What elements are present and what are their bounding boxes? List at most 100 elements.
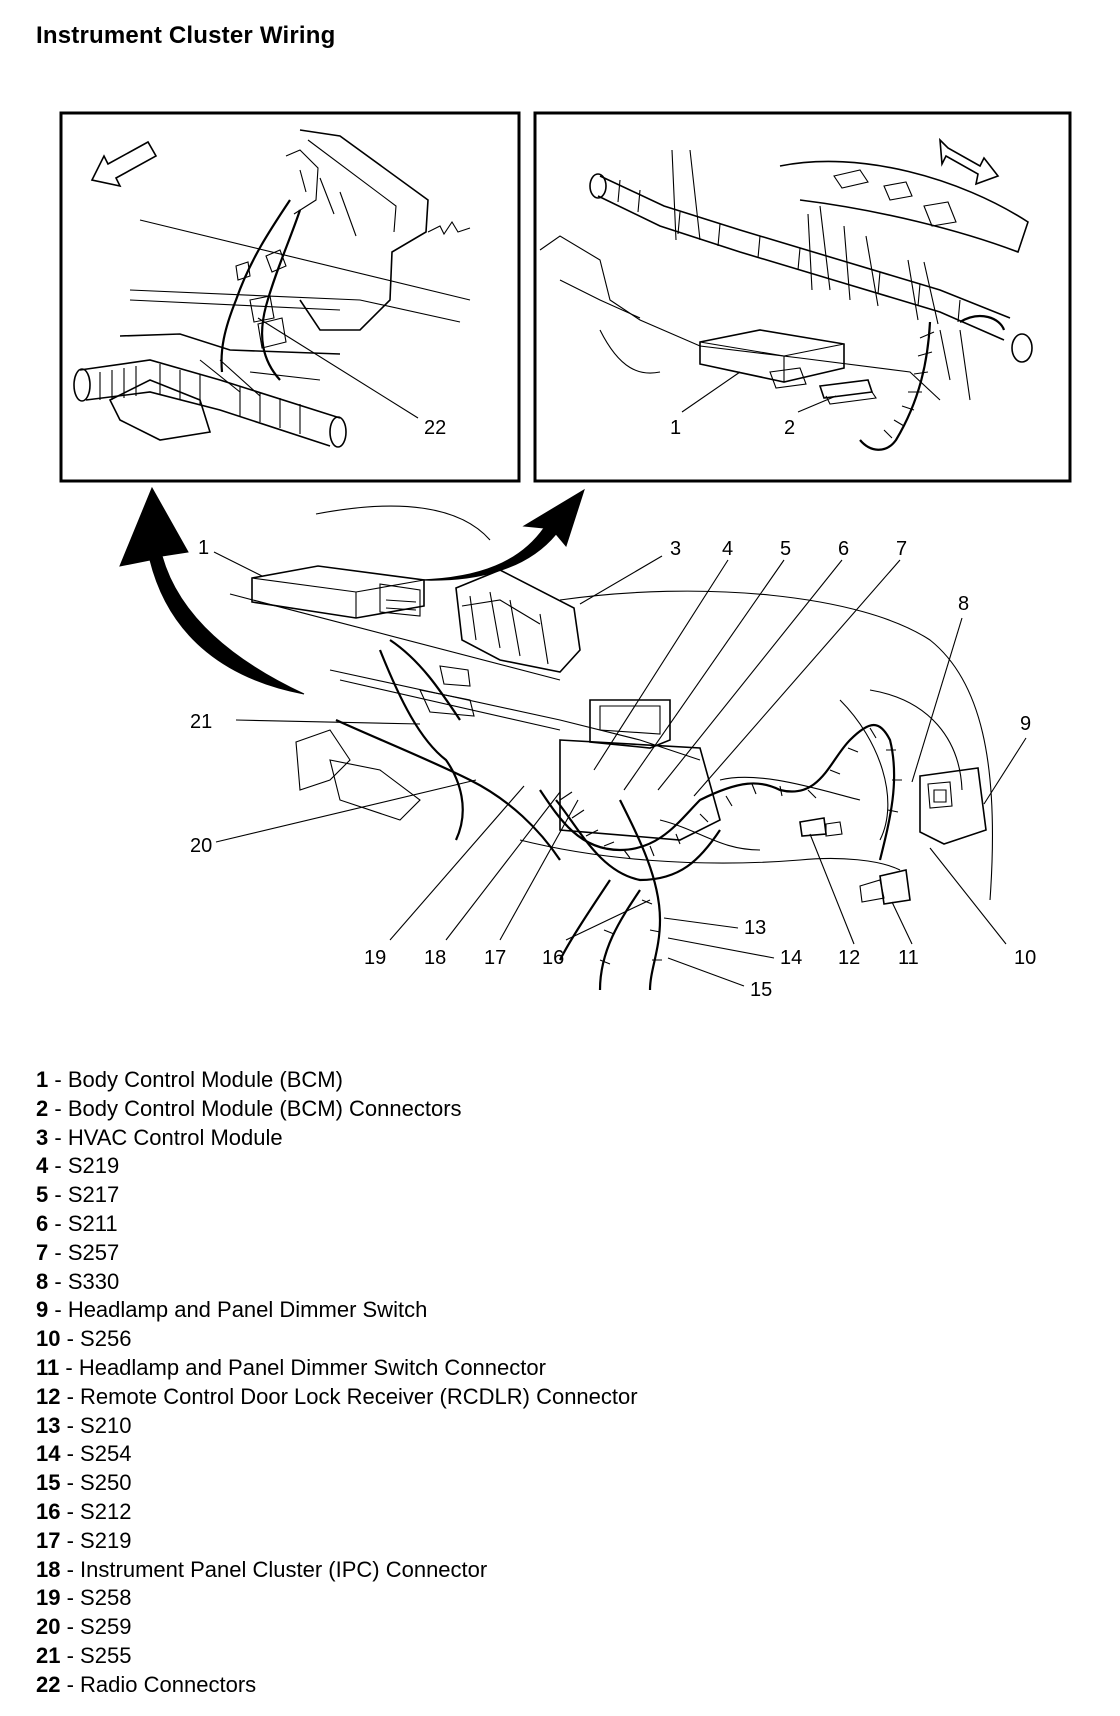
legend-number: 6 [36, 1210, 49, 1236]
legend-text: Remote Control Door Lock Receiver (RCDLR… [80, 1383, 638, 1409]
legend-separator: - [60, 1671, 81, 1697]
legend-number: 15 [36, 1470, 61, 1496]
callout-17-main: 17 [484, 947, 506, 969]
legend-number: 21 [36, 1642, 61, 1668]
legend-text: S250 [80, 1470, 132, 1496]
inset-right-frame [533, 111, 1072, 483]
callout-16-main: 16 [542, 947, 564, 969]
legend-separator: - [60, 1614, 81, 1640]
legend-separator: - [48, 1124, 68, 1150]
inset-left-harness [220, 199, 291, 373]
legend-separator: - [48, 1297, 68, 1323]
legend-item: 18 - Instrument Panel Cluster (IPC) Conn… [36, 1556, 638, 1585]
arrow-to-right-inset [419, 488, 585, 581]
callout-21-main: 21 [190, 711, 212, 733]
page-title: Instrument Cluster Wiring [36, 22, 336, 49]
legend-item: 10 - S256 [36, 1325, 638, 1354]
callout-10-main: 10 [1014, 947, 1036, 969]
wiring-illustration: 22 1 2 [59, 111, 1072, 1001]
legend-item: 5 - S217 [36, 1181, 638, 1210]
legend-text: S256 [80, 1326, 132, 1352]
legend-item: 20 - S259 [36, 1613, 638, 1642]
legend-text: S254 [80, 1441, 132, 1467]
legend-item: 22 - Radio Connectors [36, 1671, 638, 1700]
callout-15-main: 15 [750, 979, 772, 1001]
legend-text: Instrument Panel Cluster (IPC) Connector [80, 1556, 488, 1582]
legend-text: S219 [80, 1527, 132, 1553]
legend-number: 5 [36, 1182, 49, 1208]
callout-13-main: 13 [744, 917, 766, 939]
legend-item: 17 - S219 [36, 1527, 638, 1556]
legend-separator: - [48, 1239, 68, 1265]
inset-left: 22 [59, 111, 521, 483]
callout-12-main: 12 [838, 947, 860, 969]
legend-text: Headlamp and Panel Dimmer Switch [67, 1297, 428, 1323]
legend-separator: - [48, 1210, 68, 1236]
legend: 1 - Body Control Module (BCM)2 - Body Co… [36, 1066, 638, 1700]
legend-number: 7 [36, 1239, 49, 1265]
callout-7-main: 7 [896, 538, 907, 560]
inset-right-harness [859, 321, 932, 451]
legend-number: 18 [36, 1556, 61, 1582]
callout-20-main: 20 [190, 835, 212, 857]
legend-item: 9 - Headlamp and Panel Dimmer Switch [36, 1296, 638, 1325]
legend-text: S212 [80, 1498, 132, 1524]
legend-separator: - [60, 1441, 81, 1467]
legend-item: 3 - HVAC Control Module [36, 1124, 638, 1153]
legend-number: 2 [36, 1095, 49, 1121]
legend-number: 10 [36, 1326, 61, 1352]
legend-number: 8 [36, 1268, 49, 1294]
main-view: 1 3 4 5 6 7 8 9 21 20 19 18 17 16 13 14 [190, 505, 1036, 1001]
legend-text: Headlamp and Panel Dimmer Switch Connect… [78, 1354, 546, 1380]
callout-2-inset: 2 [784, 417, 795, 439]
callout-19-main: 19 [364, 947, 386, 969]
legend-number: 14 [36, 1441, 61, 1467]
legend-number: 11 [36, 1354, 60, 1380]
dimmer-switch [919, 767, 987, 845]
legend-separator: - [60, 1326, 81, 1352]
legend-item: 8 - S330 [36, 1268, 638, 1297]
legend-text: S330 [67, 1268, 120, 1294]
legend-separator: - [60, 1585, 81, 1611]
legend-item: 2 - Body Control Module (BCM) Connectors [36, 1095, 638, 1124]
legend-separator: - [60, 1498, 81, 1524]
main-harness [539, 723, 896, 861]
legend-separator: - [60, 1412, 81, 1438]
callout-3-main: 3 [670, 538, 681, 560]
legend-separator: - [48, 1153, 68, 1179]
legend-separator: - [60, 1556, 81, 1582]
legend-number: 13 [36, 1412, 61, 1438]
legend-separator: - [48, 1067, 68, 1092]
legend-item: 12 - Remote Control Door Lock Receiver (… [36, 1383, 638, 1412]
legend-item: 14 - S254 [36, 1440, 638, 1469]
legend-item: 21 - S255 [36, 1642, 638, 1671]
legend-item: 7 - S257 [36, 1239, 638, 1268]
arrow-to-left-inset [119, 486, 305, 695]
legend-number: 1 [36, 1067, 49, 1092]
legend-text: Body Control Module (BCM) Connectors [67, 1095, 462, 1121]
legend-number: 22 [36, 1671, 61, 1697]
legend-text: Radio Connectors [80, 1671, 257, 1697]
legend-text: S210 [80, 1412, 132, 1438]
legend-separator: - [60, 1470, 81, 1496]
legend-separator: - [48, 1268, 68, 1294]
legend-text: S259 [80, 1614, 132, 1640]
callout-1-main: 1 [198, 537, 209, 559]
left-harness [378, 649, 464, 841]
legend-number: 16 [36, 1498, 61, 1524]
legend-item: 19 - S258 [36, 1584, 638, 1613]
callout-5-main: 5 [780, 538, 791, 560]
inset-right: 1 2 [533, 111, 1072, 483]
legend-text: S255 [80, 1642, 132, 1668]
callout-18-main: 18 [424, 947, 446, 969]
legend-text: S257 [67, 1239, 120, 1265]
legend-number: 17 [36, 1527, 61, 1553]
legend-text: S258 [80, 1585, 132, 1611]
legend-number: 3 [36, 1124, 49, 1150]
callout-14-main: 14 [780, 947, 802, 969]
right-direction-arrow [939, 137, 1000, 186]
legend-separator: - [60, 1642, 81, 1668]
legend-item: 16 - S212 [36, 1498, 638, 1527]
callout-11-main: 11 [898, 947, 919, 969]
legend-text: S217 [67, 1182, 120, 1208]
